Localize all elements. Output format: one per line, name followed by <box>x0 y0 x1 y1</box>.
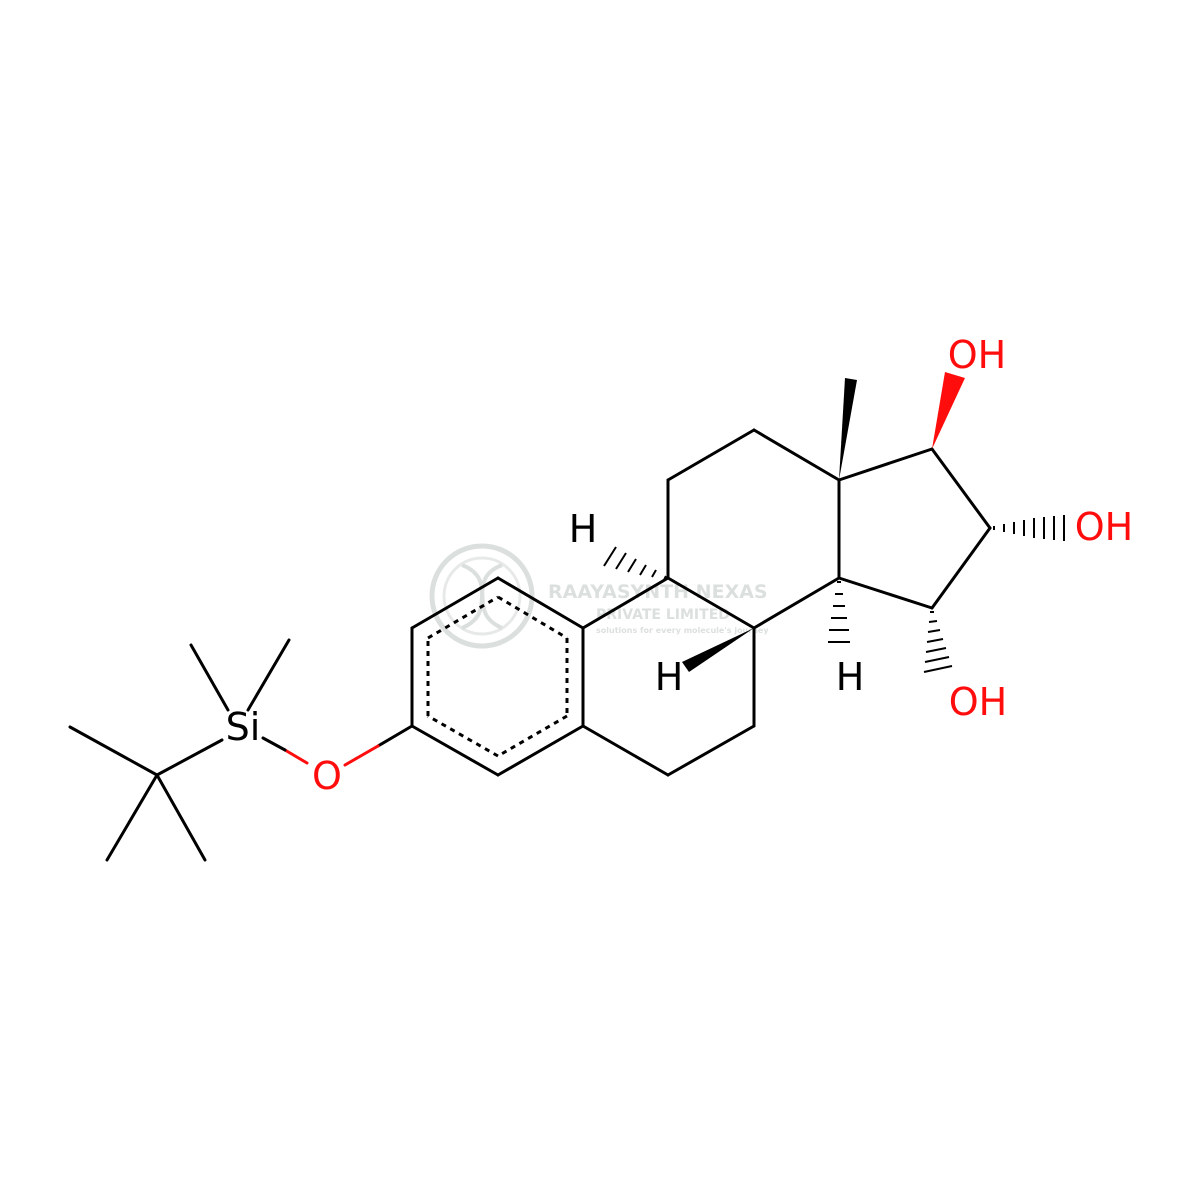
h-9-hash <box>603 546 667 581</box>
oh-bottom-label: OH <box>949 680 1007 724</box>
watermark-subtitle: PRIVATE LIMITED <box>596 607 730 623</box>
h-14-label: H <box>836 655 865 699</box>
watermark-tagline: solutions for every molecule's journey <box>596 626 769 635</box>
si-label: Si <box>226 705 261 749</box>
aromatic-ring-a <box>410 576 585 777</box>
oh-top-label: OH <box>948 333 1006 377</box>
oh-right-label: OH <box>1075 505 1133 549</box>
ether-oxygen-label: O <box>312 754 342 798</box>
h-9-label: H <box>569 507 598 551</box>
steroid-skeleton <box>581 428 992 777</box>
oh-17-wedge <box>932 372 965 449</box>
watermark-company: RAAYASYNTH NEXAS <box>548 581 768 603</box>
h-14-hash <box>828 581 850 643</box>
h-8-wedge <box>682 628 754 672</box>
stereo-bonds <box>603 372 1065 673</box>
oh-15-hash <box>923 611 953 673</box>
dna-helix-logo-icon <box>429 543 535 649</box>
methyl-wedge <box>839 378 857 480</box>
h-8-label: H <box>655 655 684 699</box>
watermark: RAAYASYNTH NEXAS PRIVATE LIMITED solutio… <box>429 543 769 649</box>
atom-labels: OH OH OH H H H Si O <box>226 333 1134 798</box>
oh-16-hash <box>993 515 1065 541</box>
tbs-group <box>68 638 414 862</box>
